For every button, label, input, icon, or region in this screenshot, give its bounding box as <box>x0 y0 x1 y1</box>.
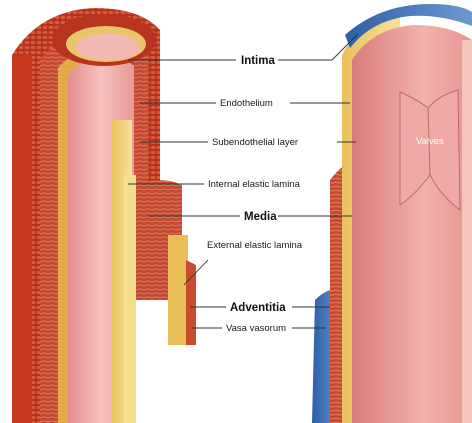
internal-elastic-strip <box>124 175 136 423</box>
label-internal-elastic: Internal elastic lamina <box>208 179 301 190</box>
adventitia-step <box>186 260 196 345</box>
label-adventitia: Adventitia <box>230 302 286 314</box>
label-subendothelial: Subendothelial layer <box>212 137 298 148</box>
label-external-elastic: External elastic lamina <box>207 240 303 251</box>
label-intima: Intima <box>241 55 275 67</box>
label-endothelium: Endothelium <box>220 98 273 109</box>
artery-top-lumen <box>76 34 140 60</box>
vein-right-edge <box>462 40 472 423</box>
label-vasa-vasorum: Vasa vasorum <box>226 323 286 334</box>
label-valves: Valves <box>416 136 444 147</box>
external-elastic-step <box>168 235 188 345</box>
artery-outer-edge <box>12 55 32 423</box>
label-media: Media <box>244 211 277 223</box>
vein-lumen <box>352 25 472 423</box>
